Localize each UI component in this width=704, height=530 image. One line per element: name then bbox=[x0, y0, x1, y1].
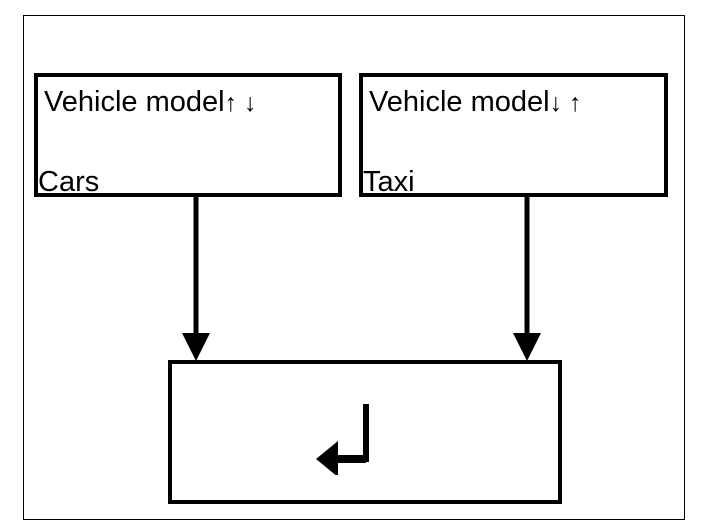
node-box-cars[interactable]: Vehicle model↑ ↓ bbox=[34, 73, 342, 197]
down-arrow-icon bbox=[182, 333, 210, 361]
node-title-taxi: Vehicle model↓ ↑ bbox=[369, 85, 582, 120]
connector-cars-to-result bbox=[182, 193, 210, 361]
node-box-result[interactable] bbox=[168, 360, 562, 504]
return-arrow-icon bbox=[316, 404, 369, 475]
node-title-cars: Vehicle model↑ ↓ bbox=[44, 85, 257, 120]
node-title-arrows-cars: ↑ ↓ bbox=[224, 89, 257, 117]
node-title-arrows-taxi: ↓ ↑ bbox=[549, 89, 582, 117]
node-caption-taxi: Taxi bbox=[363, 166, 415, 198]
down-arrow-icon bbox=[513, 333, 541, 361]
outer-frame bbox=[23, 15, 685, 520]
connector-taxi-to-result bbox=[513, 193, 541, 361]
node-title-text-cars: Vehicle model bbox=[44, 86, 225, 118]
node-caption-cars: Cars bbox=[38, 166, 100, 198]
node-box-taxi[interactable]: Vehicle model↓ ↑ bbox=[359, 73, 668, 197]
node-title-text-taxi: Vehicle model bbox=[369, 86, 550, 118]
